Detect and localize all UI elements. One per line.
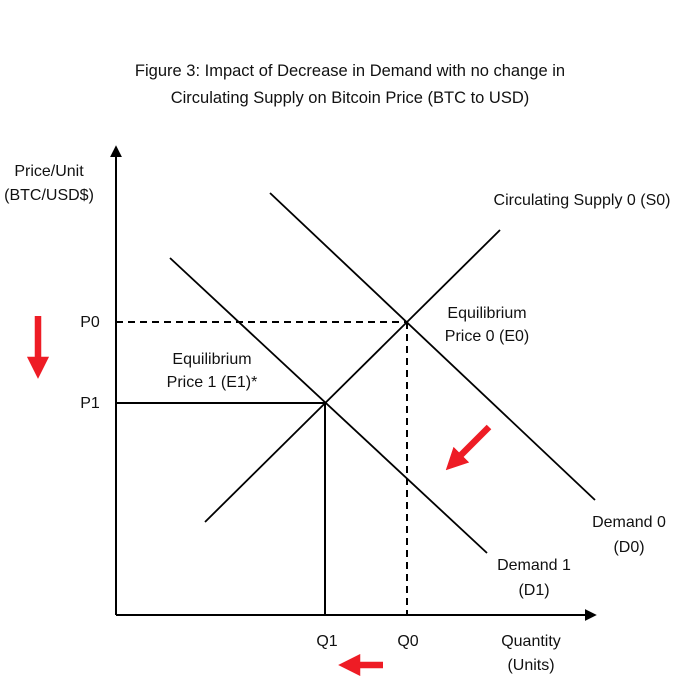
demand-0-label-line2: (D0) — [613, 539, 645, 556]
y-axis-label-line2: (BTC/USD$) — [4, 187, 94, 204]
equilibrium-1-label: Equilibrium Price 1 (E1)* — [167, 348, 258, 394]
figure-title-line1: Figure 3: Impact of Decrease in Demand w… — [134, 62, 566, 80]
x-axis-label: Quantity (Units) — [501, 630, 561, 678]
y-axis-label-line1: Price/Unit — [14, 163, 84, 180]
equilibrium-0-label-line2: Price 0 (E0) — [444, 328, 530, 345]
equilibrium-0-label: Equilibrium Price 0 (E0) — [445, 302, 529, 348]
y-tick-p0: P0 — [80, 314, 100, 331]
demand-0-label: Demand 0 (D0) — [592, 510, 666, 560]
demand-0-label-line1: Demand 0 — [592, 514, 666, 531]
x-axis-label-line1: Quantity — [501, 633, 561, 650]
demand-d0-line — [269, 192, 596, 501]
demand-d1-line — [169, 257, 488, 554]
chart-lines — [26, 145, 597, 677]
x-tick-q0: Q0 — [397, 633, 419, 650]
x-axis-label-line2: (Units) — [507, 657, 555, 674]
equilibrium-1-label-line1: Equilibrium — [172, 351, 252, 368]
demand-1-label-line2: (D1) — [518, 582, 550, 599]
supply-curve-label: Circulating Supply 0 (S0) — [493, 192, 671, 209]
demand-shift-arrow — [445, 424, 492, 471]
supply-s0-line — [204, 229, 501, 523]
y-tick-p1: P1 — [80, 395, 100, 412]
demand-1-label-line1: Demand 1 — [497, 557, 571, 574]
y-axis-label: Price/Unit (BTC/USD$) — [4, 160, 94, 208]
figure-title: Figure 3: Impact of Decrease in Demand w… — [135, 58, 565, 112]
figure-title-line2: Circulating Supply on Bitcoin Price (BTC… — [170, 89, 530, 107]
x-tick-q1: Q1 — [316, 633, 338, 650]
demand-1-label: Demand 1 (D1) — [497, 553, 571, 603]
equilibrium-0-label-line1: Equilibrium — [447, 305, 527, 322]
equilibrium-1-label-line2: Price 1 (E1)* — [166, 374, 258, 391]
